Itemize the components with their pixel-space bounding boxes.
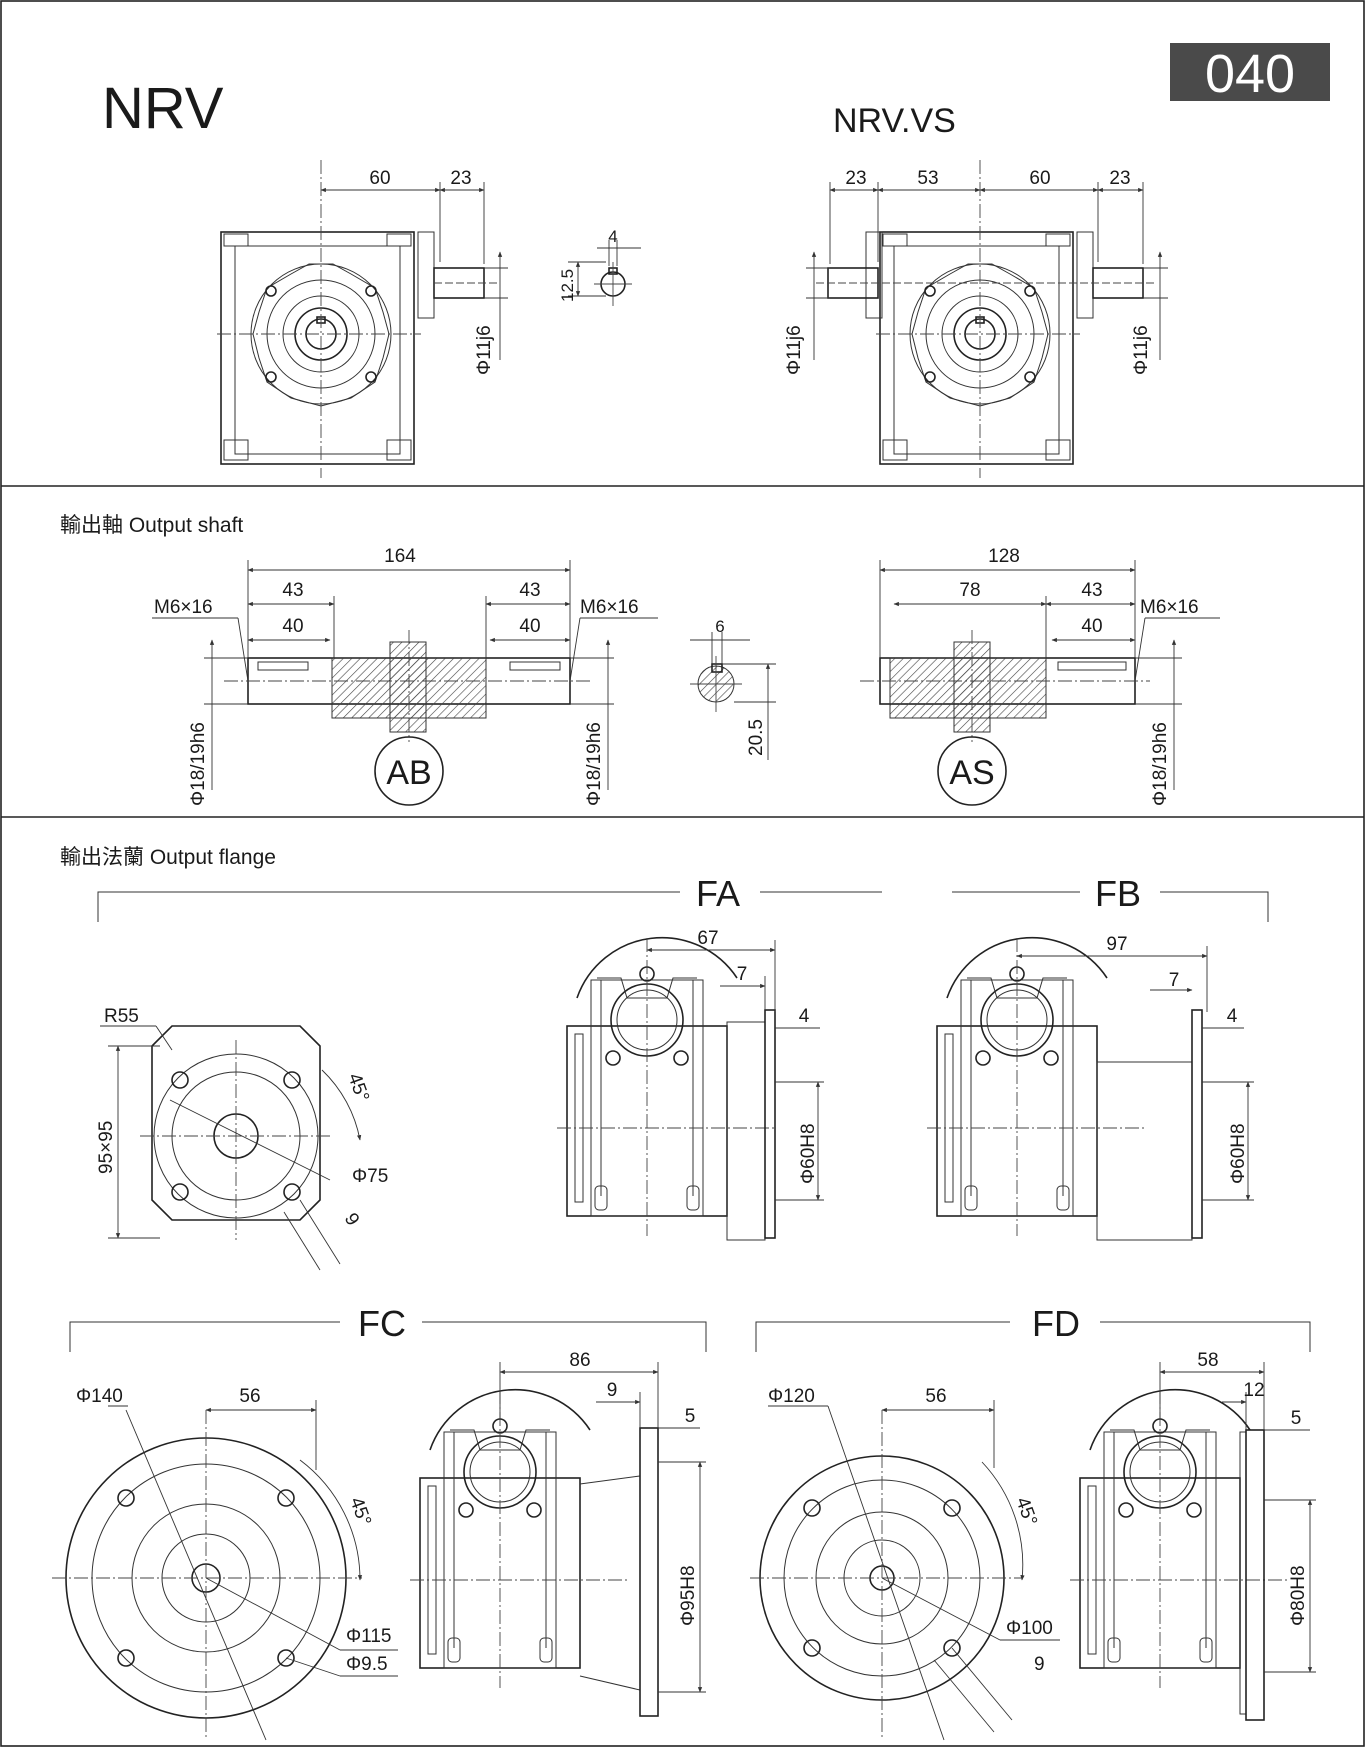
fb-pilot-diameter: Φ60H8 — [1228, 1123, 1249, 1184]
fc-pcd: Φ115 — [346, 1626, 391, 1647]
ab-diameter-left: Φ18/19h6 — [188, 722, 209, 806]
fc-depth: 86 — [569, 1350, 590, 1371]
input-key-height: 12.5 — [558, 269, 577, 302]
ab-thread-right: M6×16 — [580, 597, 639, 618]
fb-depth: 97 — [1106, 934, 1127, 955]
fc-round-flange-face — [52, 1400, 398, 1741]
ab-right-43: 43 — [519, 580, 540, 601]
fd-outer-diameter: Φ120 — [768, 1386, 815, 1407]
fc-pilot-diameter: Φ95H8 — [678, 1565, 699, 1626]
as-thread: M6×16 — [1140, 597, 1199, 618]
nrvvs-dim-60: 60 — [1029, 168, 1050, 189]
fb-flange-offset: 7 — [1169, 970, 1180, 991]
fc-fd-bracket — [69, 1321, 1311, 1352]
ab-overall-length: 164 — [384, 546, 416, 567]
nrvvs-dim-23-left: 23 — [845, 168, 866, 189]
ab-variant-label: AB — [386, 754, 431, 792]
input-key-width: 4 — [608, 227, 617, 246]
model-title-nrv: NRV — [102, 76, 224, 141]
ab-left-43: 43 — [282, 580, 303, 601]
as-diameter: Φ18/19h6 — [1150, 722, 1171, 806]
nrv-dim-23: 23 — [450, 168, 471, 189]
ab-left-40: 40 — [282, 616, 303, 637]
fd-flange-thickness: 5 — [1291, 1408, 1302, 1429]
fc-offset: 56 — [239, 1386, 260, 1407]
fc-hole: Φ9.5 — [346, 1654, 388, 1675]
fd-side-view — [1069, 1362, 1316, 1721]
fd-depth: 58 — [1197, 1350, 1218, 1371]
fd-pilot-diameter: Φ80H8 — [1288, 1565, 1309, 1626]
as-length-40: 40 — [1081, 616, 1102, 637]
fc-label: FC — [358, 1303, 406, 1344]
fa-fb-bracket — [97, 891, 1269, 922]
nrv-front-view — [216, 160, 500, 478]
nrvvs-shaft-dia-left: Φ11j6 — [784, 325, 805, 375]
square-flange-face — [100, 1025, 362, 1271]
nrvvs-shaft-dia-right: Φ11j6 — [1131, 325, 1152, 375]
fd-round-flange-face — [750, 1400, 1060, 1741]
fd-offset: 56 — [925, 1386, 946, 1407]
fc-flange-offset: 9 — [607, 1380, 618, 1401]
model-title-nrvvs: NRV.VS — [833, 102, 956, 140]
nrv-dim-60: 60 — [369, 168, 390, 189]
nrv-shaft-dia: Φ11j6 — [474, 325, 495, 375]
as-length-78: 78 — [959, 580, 980, 601]
fb-label: FB — [1095, 873, 1141, 914]
as-variant-label: AS — [949, 754, 994, 792]
sq-angle: 45° — [343, 1071, 373, 1105]
ab-shaft-drawing: AB — [224, 630, 590, 806]
fb-flange-thickness: 4 — [1227, 1006, 1238, 1027]
fc-outer-diameter: Φ140 — [76, 1386, 123, 1407]
sq-hole: 9 — [340, 1210, 363, 1230]
fd-label: FD — [1032, 1303, 1080, 1344]
fa-side-view — [556, 936, 824, 1241]
nrvvs-front-view — [816, 160, 1156, 478]
ab-diameter-right: Φ18/19h6 — [584, 722, 605, 806]
nrvvs-dimensions: 23 53 60 23 Φ11j6 Φ11j6 — [784, 168, 1168, 375]
size-badge — [1170, 43, 1330, 101]
ab-right-40: 40 — [519, 616, 540, 637]
nrvvs-dim-23-right: 23 — [1109, 168, 1130, 189]
output-key-detail: 6 20.5 — [690, 617, 776, 760]
as-length-43: 43 — [1081, 580, 1102, 601]
fd-angle: 45° — [1011, 1495, 1041, 1529]
fa-flange-thickness: 4 — [799, 1006, 810, 1027]
as-overall-length: 128 — [988, 546, 1020, 567]
fa-depth: 67 — [697, 928, 718, 949]
input-key-detail: 4 12.5 — [558, 227, 641, 306]
fd-pcd: Φ100 — [1006, 1618, 1053, 1639]
fd-hole: 9 — [1034, 1654, 1045, 1675]
ab-shaft-dimensions: 164 43 43 40 40 M6×16 M6×16 Φ18/19h6 Φ18… — [152, 546, 658, 806]
fa-flange-offset: 7 — [737, 964, 748, 985]
fd-flange-offset: 12 — [1243, 1380, 1264, 1401]
fc-angle: 45° — [345, 1495, 375, 1529]
size-badge-label: 040 — [1205, 44, 1295, 104]
fc-flange-thickness: 5 — [685, 1406, 696, 1427]
nrv-dimensions: 60 23 Φ11j6 — [320, 168, 508, 375]
fc-side-view — [409, 1362, 706, 1717]
sq-radius: R55 — [104, 1006, 139, 1027]
fa-label: FA — [696, 873, 740, 914]
output-shaft-heading: 輸出軸 Output shaft — [60, 514, 243, 537]
fb-side-view — [926, 936, 1254, 1241]
nrvvs-dim-53: 53 — [917, 168, 938, 189]
sq-square-size: 95×95 — [96, 1121, 117, 1174]
fa-pilot-diameter: Φ60H8 — [798, 1123, 819, 1184]
output-flange-heading: 輸出法蘭 Output flange — [60, 846, 276, 869]
as-shaft-dimensions: 128 78 43 40 M6×16 Φ18/19h6 — [879, 546, 1220, 806]
sq-pcd: Φ75 — [352, 1166, 388, 1187]
ab-thread-left: M6×16 — [154, 597, 213, 618]
as-shaft-drawing: AS — [860, 630, 1150, 806]
output-key-height: 20.5 — [746, 719, 767, 756]
output-key-width: 6 — [715, 617, 724, 636]
